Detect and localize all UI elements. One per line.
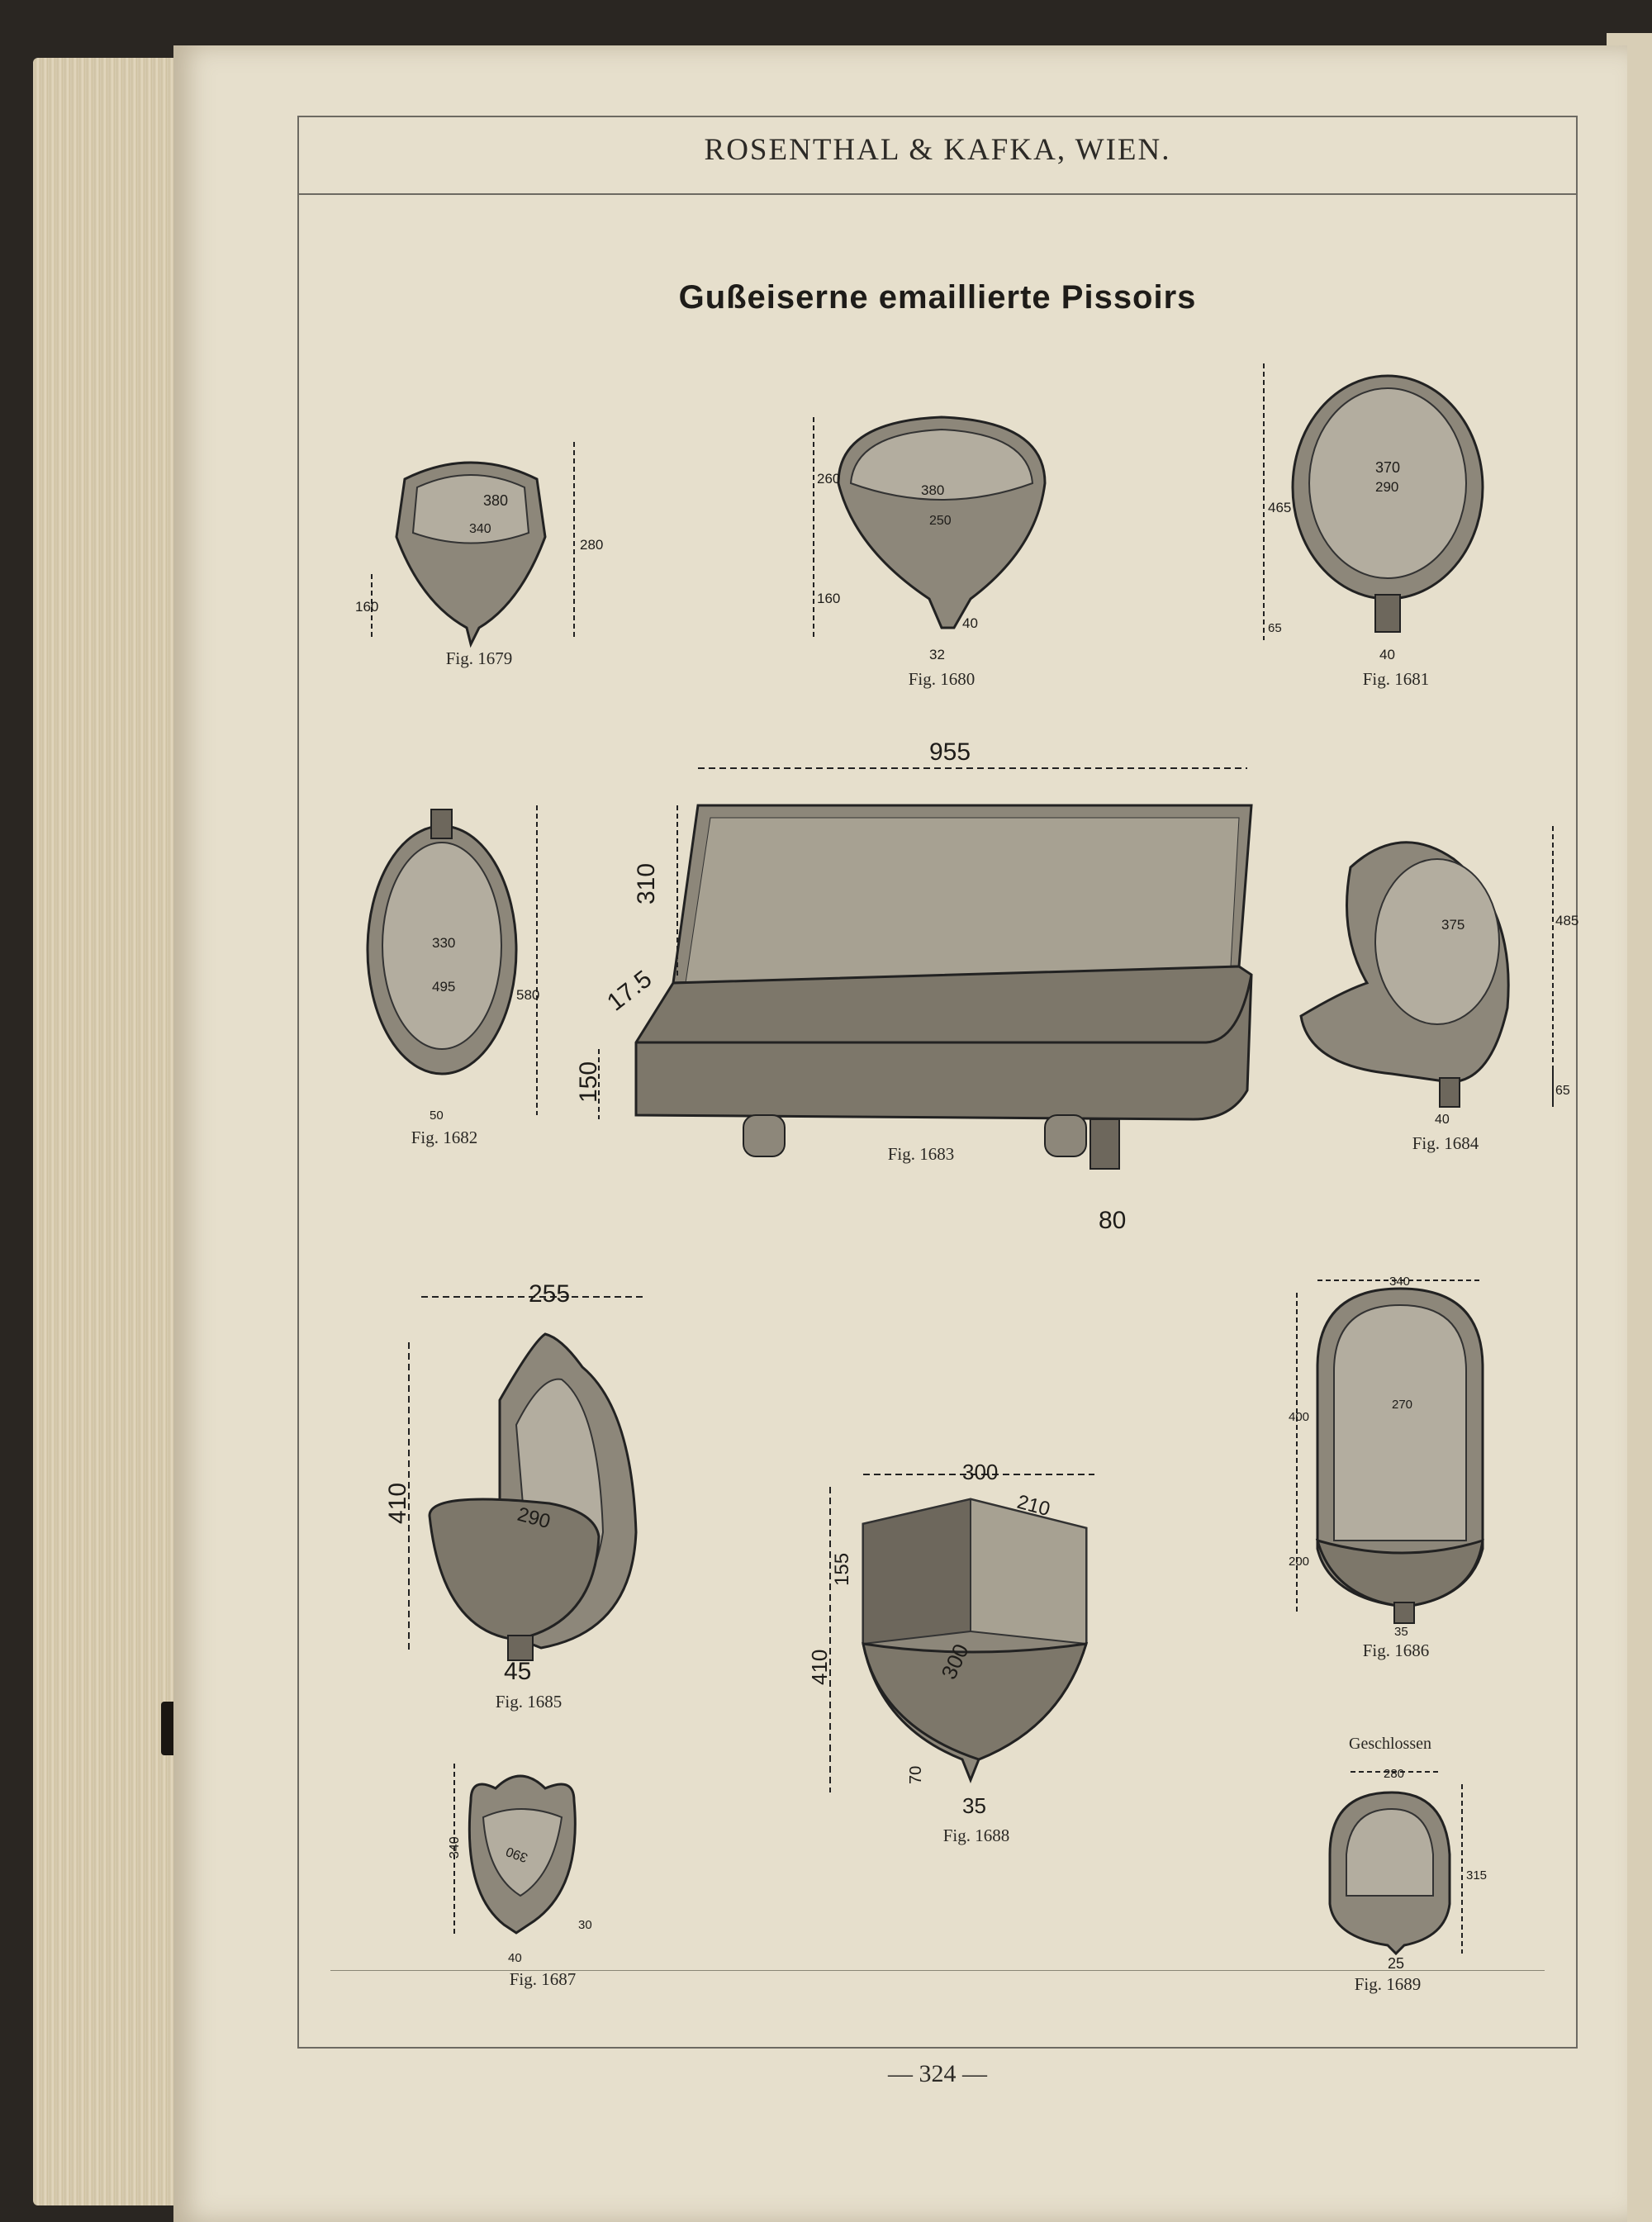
fig-1683-dim-trough-height: 150 <box>575 1061 602 1103</box>
fig-1689-illustration: 280 315 25 <box>1328 1767 1487 1972</box>
fig-1682-dim-height: 580 <box>516 987 539 1003</box>
fig-1685-caption: Fig. 1685 <box>495 1692 563 1712</box>
fig-1686-caption: Fig. 1686 <box>1362 1640 1430 1660</box>
fig-1686-illustration: 340 400 270 200 35 <box>1289 1275 1484 1639</box>
fig-1687-dim-outlet: 40 <box>508 1951 522 1965</box>
fig-1688-dim-upper: 155 <box>831 1553 853 1586</box>
fig-1680-dim-pipe: 32 <box>929 647 945 662</box>
fig-1688-dim-foot: 70 <box>907 1766 925 1784</box>
fig-1681-dim-pipe: 40 <box>1379 647 1395 662</box>
fig-1682-illustration: 330 495 580 50 <box>366 805 539 1123</box>
fig-1681-illustration: 370 290 465 65 40 <box>1263 363 1484 662</box>
fig-1688-dim-height: 410 <box>807 1650 832 1685</box>
fig-1684-caption: Fig. 1684 <box>1412 1133 1479 1153</box>
fig-1683-dim-outlet: 80 <box>1099 1207 1126 1234</box>
fig-1681-dim-width: 370 <box>1375 459 1400 476</box>
fig-1687-dim-foot: 30 <box>578 1918 592 1932</box>
fig-1681-dim-inner: 290 <box>1375 479 1398 495</box>
fig-1687-illustration: 390 340 30 40 <box>448 1764 592 1965</box>
fig-1686-dim-depth: 270 <box>1392 1398 1412 1412</box>
fig-1683-dim-back-height: 310 <box>633 863 660 904</box>
fig-1689-note: Geschlossen <box>1349 1735 1431 1753</box>
fig-1679-dim-outlet: 160 <box>355 599 378 615</box>
fig-1683-caption: Fig. 1683 <box>887 1144 955 1164</box>
fig-1679-illustration: 380 340 280 160 <box>355 442 603 648</box>
fig-1689-caption: Fig. 1689 <box>1354 1974 1422 1994</box>
fig-1680-caption: Fig. 1680 <box>908 669 976 689</box>
fig-1679-dim-height: 280 <box>580 537 603 553</box>
fig-1687-caption: Fig. 1687 <box>509 1969 577 1989</box>
fig-1679-dim-depth: 340 <box>469 522 491 536</box>
fig-1681-dim-outlet: 65 <box>1268 621 1282 635</box>
fig-1683-dim-length: 955 <box>929 738 971 766</box>
fig-1687-dim-height: 340 <box>448 1836 462 1859</box>
fig-1680-dim-width: 380 <box>921 482 944 498</box>
fig-1684-dim-height: 485 <box>1555 913 1578 928</box>
fig-1682-dim-outlet: 50 <box>430 1109 444 1123</box>
fig-1684-dim-width: 375 <box>1441 917 1464 933</box>
fig-1686-dim-lower: 200 <box>1289 1555 1309 1569</box>
fig-1680-illustration: 380 250 260 160 40 32 <box>813 415 1047 662</box>
fig-1680-dim-top: 260 <box>817 471 840 487</box>
header-rule <box>297 193 1578 195</box>
fig-1688-dim-width: 300 <box>962 1460 998 1484</box>
section-title: Gußeiserne emaillierte Pissoirs <box>678 279 1197 316</box>
fig-1685-dim-height: 410 <box>384 1483 411 1524</box>
fig-1684-illustration: 375 485 65 40 <box>1299 826 1578 1127</box>
fig-1688-caption: Fig. 1688 <box>942 1826 1010 1845</box>
fig-1679-caption: Fig. 1679 <box>445 648 513 668</box>
fig-1681-dim-height: 465 <box>1268 500 1291 515</box>
fig-1679-dim-width: 380 <box>483 492 508 509</box>
fig-1685-dim-width: 255 <box>529 1280 570 1308</box>
fig-1684-dim-outlet: 65 <box>1555 1084 1570 1098</box>
fig-1688-dim-outlet: 35 <box>962 1793 986 1818</box>
fig-1689-dim-outlet: 25 <box>1388 1955 1404 1972</box>
page-number: — 324 — <box>888 2060 987 2087</box>
fig-1681-caption: Fig. 1681 <box>1362 669 1430 689</box>
fig-1680-dim-bottom: 160 <box>817 591 840 606</box>
fig-1686-dim-width: 340 <box>1389 1275 1410 1289</box>
fig-1680-dim-outlet: 40 <box>962 615 978 631</box>
fig-1682-dim-width: 330 <box>432 935 455 951</box>
bottom-rule <box>330 1970 1545 1971</box>
fig-1686-dim-outlet: 35 <box>1394 1625 1408 1639</box>
fig-1682-caption: Fig. 1682 <box>411 1128 478 1147</box>
fig-1688-illustration: 300 210 155 410 300 70 35 <box>807 1460 1094 1818</box>
page-frame <box>297 116 1578 2049</box>
book-page-edges <box>33 58 182 2205</box>
page-header: ROSENTHAL & KAFKA, WIEN. <box>704 133 1171 167</box>
fig-1689-dim-height: 315 <box>1466 1868 1487 1883</box>
fig-1684-dim-pipe: 40 <box>1435 1113 1450 1127</box>
fig-1689-dim-width: 280 <box>1384 1767 1404 1781</box>
fig-1685-illustration: 255 410 290 45 <box>384 1280 644 1685</box>
fig-1680-dim-depth: 250 <box>929 514 952 528</box>
fig-1683-dim-depth: 17.5 <box>602 966 657 1017</box>
fig-1686-dim-height: 400 <box>1289 1410 1309 1424</box>
fig-1683-illustration: 955 310 17.5 150 80 <box>575 738 1253 1234</box>
fig-1682-dim-length: 495 <box>432 979 455 995</box>
fig-1685-dim-outlet: 45 <box>504 1658 531 1685</box>
